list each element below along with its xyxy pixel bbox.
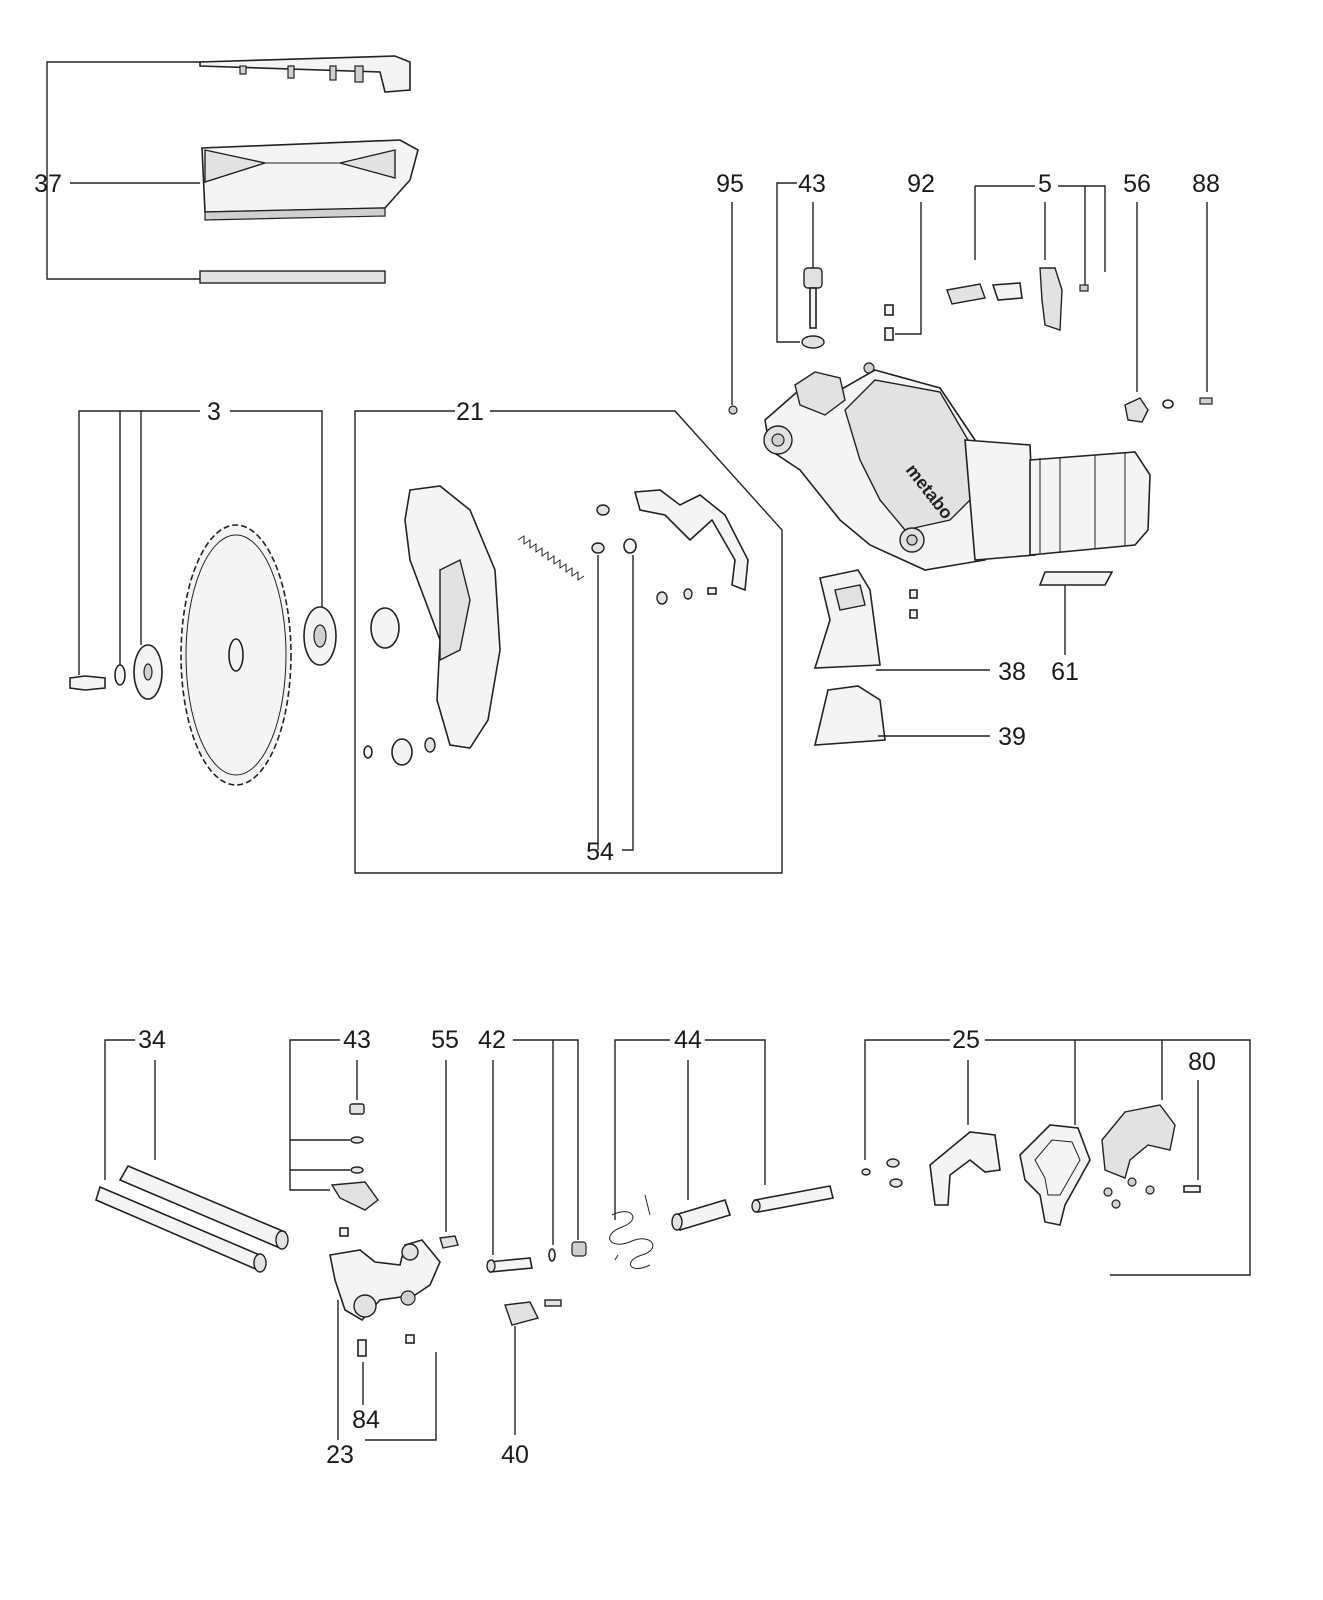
label-88: 88	[1192, 170, 1220, 198]
label-42: 42	[478, 1026, 506, 1054]
label-92: 92	[907, 170, 935, 198]
label-44: 44	[674, 1026, 702, 1054]
label-34: 34	[138, 1026, 166, 1054]
motor-arm-assembly: metabo	[763, 369, 1151, 619]
label-84: 84	[352, 1406, 380, 1434]
part-38-deflector	[813, 569, 881, 669]
label-55: 55	[431, 1026, 459, 1054]
label-80: 80	[1188, 1048, 1216, 1076]
part-43-lower	[330, 1103, 379, 1237]
label-54: 54	[586, 838, 614, 866]
part-44-spring-sleeves	[609, 1185, 834, 1269]
label-43-upper: 43	[798, 170, 826, 198]
part-21-leaders	[354, 410, 783, 874]
label-39: 39	[998, 723, 1026, 751]
label-37: 37	[34, 170, 62, 198]
upper-right-small-parts	[728, 267, 1213, 423]
part-55-screw	[439, 1235, 459, 1249]
label-25: 25	[952, 1026, 980, 1054]
part-25-handle-set	[861, 1104, 1201, 1226]
label-95: 95	[716, 170, 744, 198]
label-40: 40	[501, 1441, 529, 1469]
part-23-bracket	[329, 1239, 441, 1357]
label-23: 23	[326, 1441, 354, 1469]
part-37-cover-group	[46, 55, 419, 284]
label-21: 21	[456, 398, 484, 426]
label-61: 61	[1051, 658, 1079, 686]
part-40-latch	[504, 1299, 562, 1326]
part-34-tubes	[95, 1164, 289, 1273]
part-39	[813, 685, 886, 746]
label-43-lower: 43	[343, 1026, 371, 1054]
part-3-leaders	[78, 410, 323, 675]
label-5: 5	[1038, 170, 1052, 198]
label-56: 56	[1123, 170, 1151, 198]
part-3-blade-flanges	[69, 524, 337, 786]
part-21-lower-guard	[363, 485, 749, 766]
upper-right-leaders	[731, 182, 1208, 405]
label-38: 38	[998, 658, 1026, 686]
part-42-pin-set	[486, 1241, 587, 1273]
label-3: 3	[207, 398, 221, 426]
